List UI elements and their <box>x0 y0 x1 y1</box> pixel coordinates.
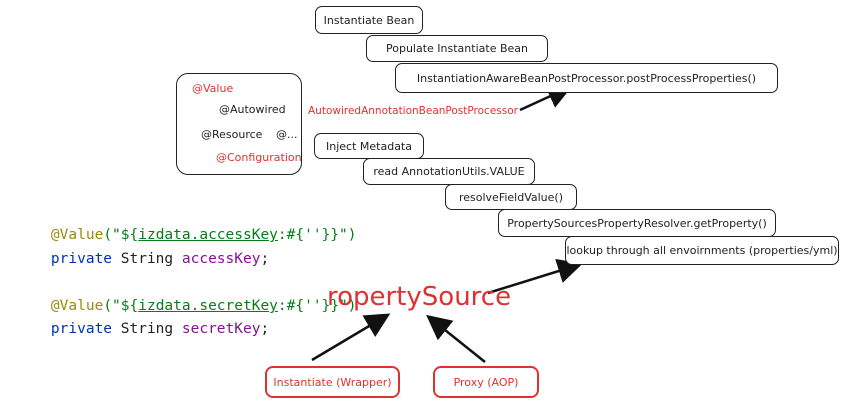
code-line-1: @Value("${izdata.accessKey:#{''}}") <box>16 211 357 259</box>
inject-metadata-box: Inject Metadata <box>314 133 424 159</box>
property-resolver-box: PropertySourcesPropertyResolver.getPrope… <box>498 209 776 237</box>
code-close: }}") <box>321 227 357 243</box>
arrow-propertysource-to-lookup <box>487 259 583 295</box>
autowired-annotation-label: @Autowired <box>219 103 286 116</box>
code-line-3: @Value("${izdata.secretKey:#{''}}") <box>16 282 357 330</box>
ellipsis-annotation-label: @... <box>276 128 298 141</box>
resource-annotation-label: @Resource <box>201 128 263 141</box>
code-modifier: private <box>50 251 113 267</box>
populate-bean-box: Populate Instantiate Bean <box>366 35 548 62</box>
code-line-4: private String secretKey; <box>16 305 269 353</box>
code-field: accessKey <box>181 251 261 267</box>
code-key: izdata.accessKey <box>138 227 278 243</box>
post-process-box: InstantiationAwareBeanPostProcessor.post… <box>395 63 778 93</box>
code-empty: '' <box>304 227 322 243</box>
code-end: ; <box>260 321 270 337</box>
code-field: secretKey <box>181 321 261 337</box>
annotations-group <box>176 73 302 175</box>
code-annotation: @Value <box>50 227 104 243</box>
read-annotation-box: read AnnotationUtils.VALUE <box>363 158 535 185</box>
code-close: }}") <box>321 298 357 314</box>
resolve-field-box: resolveFieldValue() <box>445 184 577 210</box>
proxy-aop-box: Proxy (AOP) <box>433 366 539 398</box>
code-open: ("${ <box>103 227 139 243</box>
code-annotation: @Value <box>50 298 104 314</box>
property-source-label: ropertySource <box>327 282 512 312</box>
configuration-annotation-label: @Configuration <box>216 151 302 164</box>
arrow-proxy-to-propertysource <box>426 314 486 363</box>
code-line-2: private String accessKey; <box>16 235 269 283</box>
code-type: String <box>120 321 174 337</box>
code-modifier: private <box>50 321 113 337</box>
code-open: ("${ <box>103 298 139 314</box>
value-annotation-label: @Value <box>192 82 234 95</box>
code-type: String <box>120 251 174 267</box>
instantiate-wrapper-box: Instantiate (Wrapper) <box>265 366 400 398</box>
code-end: ; <box>260 251 270 267</box>
instantiate-bean-box: Instantiate Bean <box>315 6 423 34</box>
lookup-box: lookup through all envoirnments (propert… <box>565 236 839 265</box>
code-sep: :#{ <box>277 227 305 243</box>
code-empty: '' <box>304 298 322 314</box>
processor-label: AutowiredAnnotationBeanPostProcessor <box>308 105 518 117</box>
code-key: izdata.secretKey <box>138 298 278 314</box>
code-sep: :#{ <box>277 298 305 314</box>
arrow-wrapper-to-propertysource <box>311 313 391 362</box>
